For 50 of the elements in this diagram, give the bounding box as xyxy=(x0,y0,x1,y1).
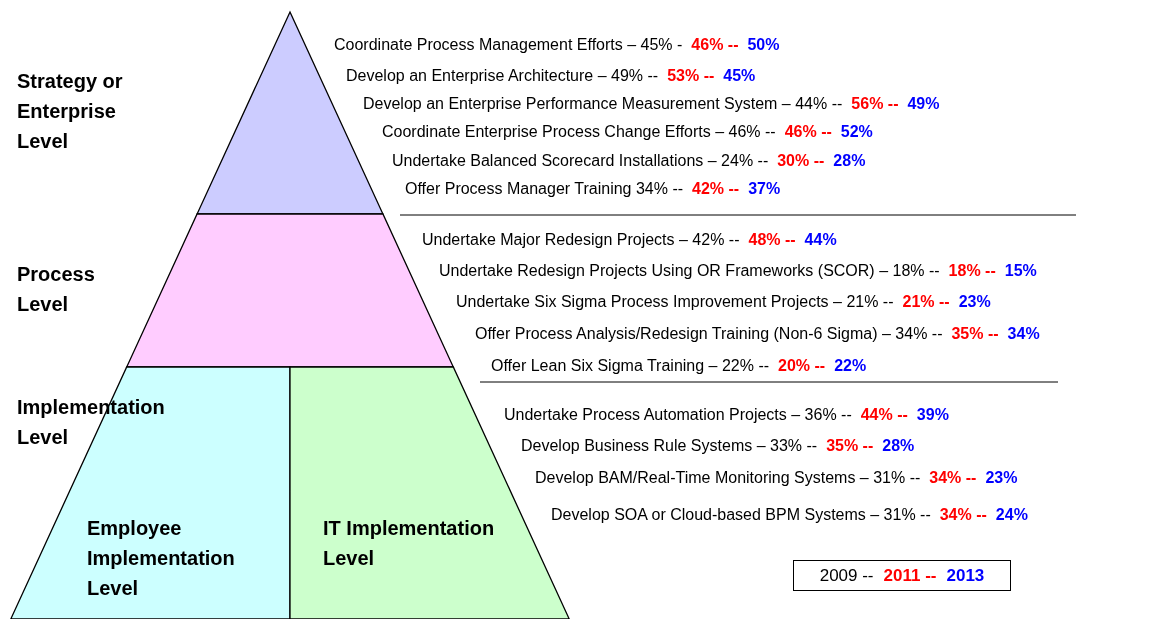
percentage-value: 34% -- xyxy=(939,506,987,523)
initiative-text: Undertake Process Automation Projects – 36% -- xyxy=(504,406,852,423)
initiative-text: Develop Business Rule Systems – 33% -- xyxy=(521,437,818,454)
percentage-value: 22% xyxy=(834,357,867,374)
percentage-value: 48% -- xyxy=(748,231,796,248)
year-key: 2009 -- xyxy=(819,565,874,586)
initiative-text: Undertake Redesign Projects Using OR Frameworks (SCOR) – 18% -- xyxy=(439,262,940,279)
percentage-value: 34% -- xyxy=(929,469,977,486)
percentage-value: 49% xyxy=(907,95,940,112)
level-heading: Process Level xyxy=(17,262,96,317)
percentage-value: 28% xyxy=(882,437,915,454)
year-key: 2011 -- xyxy=(883,565,937,586)
percentage-value: 21% -- xyxy=(902,293,950,310)
percentage-value: 28% xyxy=(833,152,866,169)
percentage-value: 46% -- xyxy=(691,36,739,53)
initiative-text: Offer Process Manager Training 34% -- xyxy=(405,180,684,197)
initiative-text: Offer Lean Six Sigma Training – 22% -- xyxy=(491,357,770,374)
percentage-value: 44% -- xyxy=(860,406,908,423)
percentage-value: 34% xyxy=(1007,325,1040,342)
percentage-value: 50% xyxy=(747,36,780,53)
percentage-value: 46% -- xyxy=(784,123,832,140)
percentage-value: 15% xyxy=(1004,262,1037,279)
initiative-text: Develop SOA or Cloud-based BPM Systems – 31% -- xyxy=(551,506,931,523)
percentage-value: 35% -- xyxy=(826,437,874,454)
percentage-value: 42% -- xyxy=(692,180,740,197)
initiative-text: Undertake Major Redesign Projects – 42% -- xyxy=(422,231,740,248)
year-key: 2013 xyxy=(946,565,985,586)
initiative-text: Develop BAM/Real-Time Monitoring Systems – 31% -- xyxy=(535,469,921,486)
initiative-text: Offer Process Analysis/Redesign Training (Non-6 Sigma) – 34% -- xyxy=(475,325,943,342)
percentage-value: 24% xyxy=(995,506,1028,523)
percentage-value: 39% xyxy=(916,406,949,423)
level-heading: IT Implementation Level xyxy=(323,516,496,571)
percentage-value: 30% -- xyxy=(777,152,825,169)
percentage-value: 44% xyxy=(804,231,837,248)
percentage-value: 23% xyxy=(958,293,991,310)
initiative-text: Develop an Enterprise Architecture – 49% -- xyxy=(346,67,659,84)
initiative-text: Coordinate Process Management Efforts – 45% - xyxy=(334,36,683,53)
initiative-text: Develop an Enterprise Performance Measurement System – 44% -- xyxy=(363,95,843,112)
level-heading: Employee Implementation Level xyxy=(87,516,236,601)
percentage-value: 53% -- xyxy=(667,67,715,84)
percentage-value: 18% -- xyxy=(948,262,996,279)
percentage-value: 37% xyxy=(748,180,781,197)
percentage-value: 35% -- xyxy=(951,325,999,342)
level-heading: Strategy or Enterprise Level xyxy=(17,69,124,154)
percentage-value: 52% xyxy=(840,123,873,140)
initiative-text: Undertake Balanced Scorecard Installations – 24% -- xyxy=(392,152,769,169)
percentage-value: 56% -- xyxy=(851,95,899,112)
percentage-value: 45% xyxy=(723,67,756,84)
percentage-value: 23% xyxy=(985,469,1018,486)
percentage-value: 20% -- xyxy=(778,357,826,374)
